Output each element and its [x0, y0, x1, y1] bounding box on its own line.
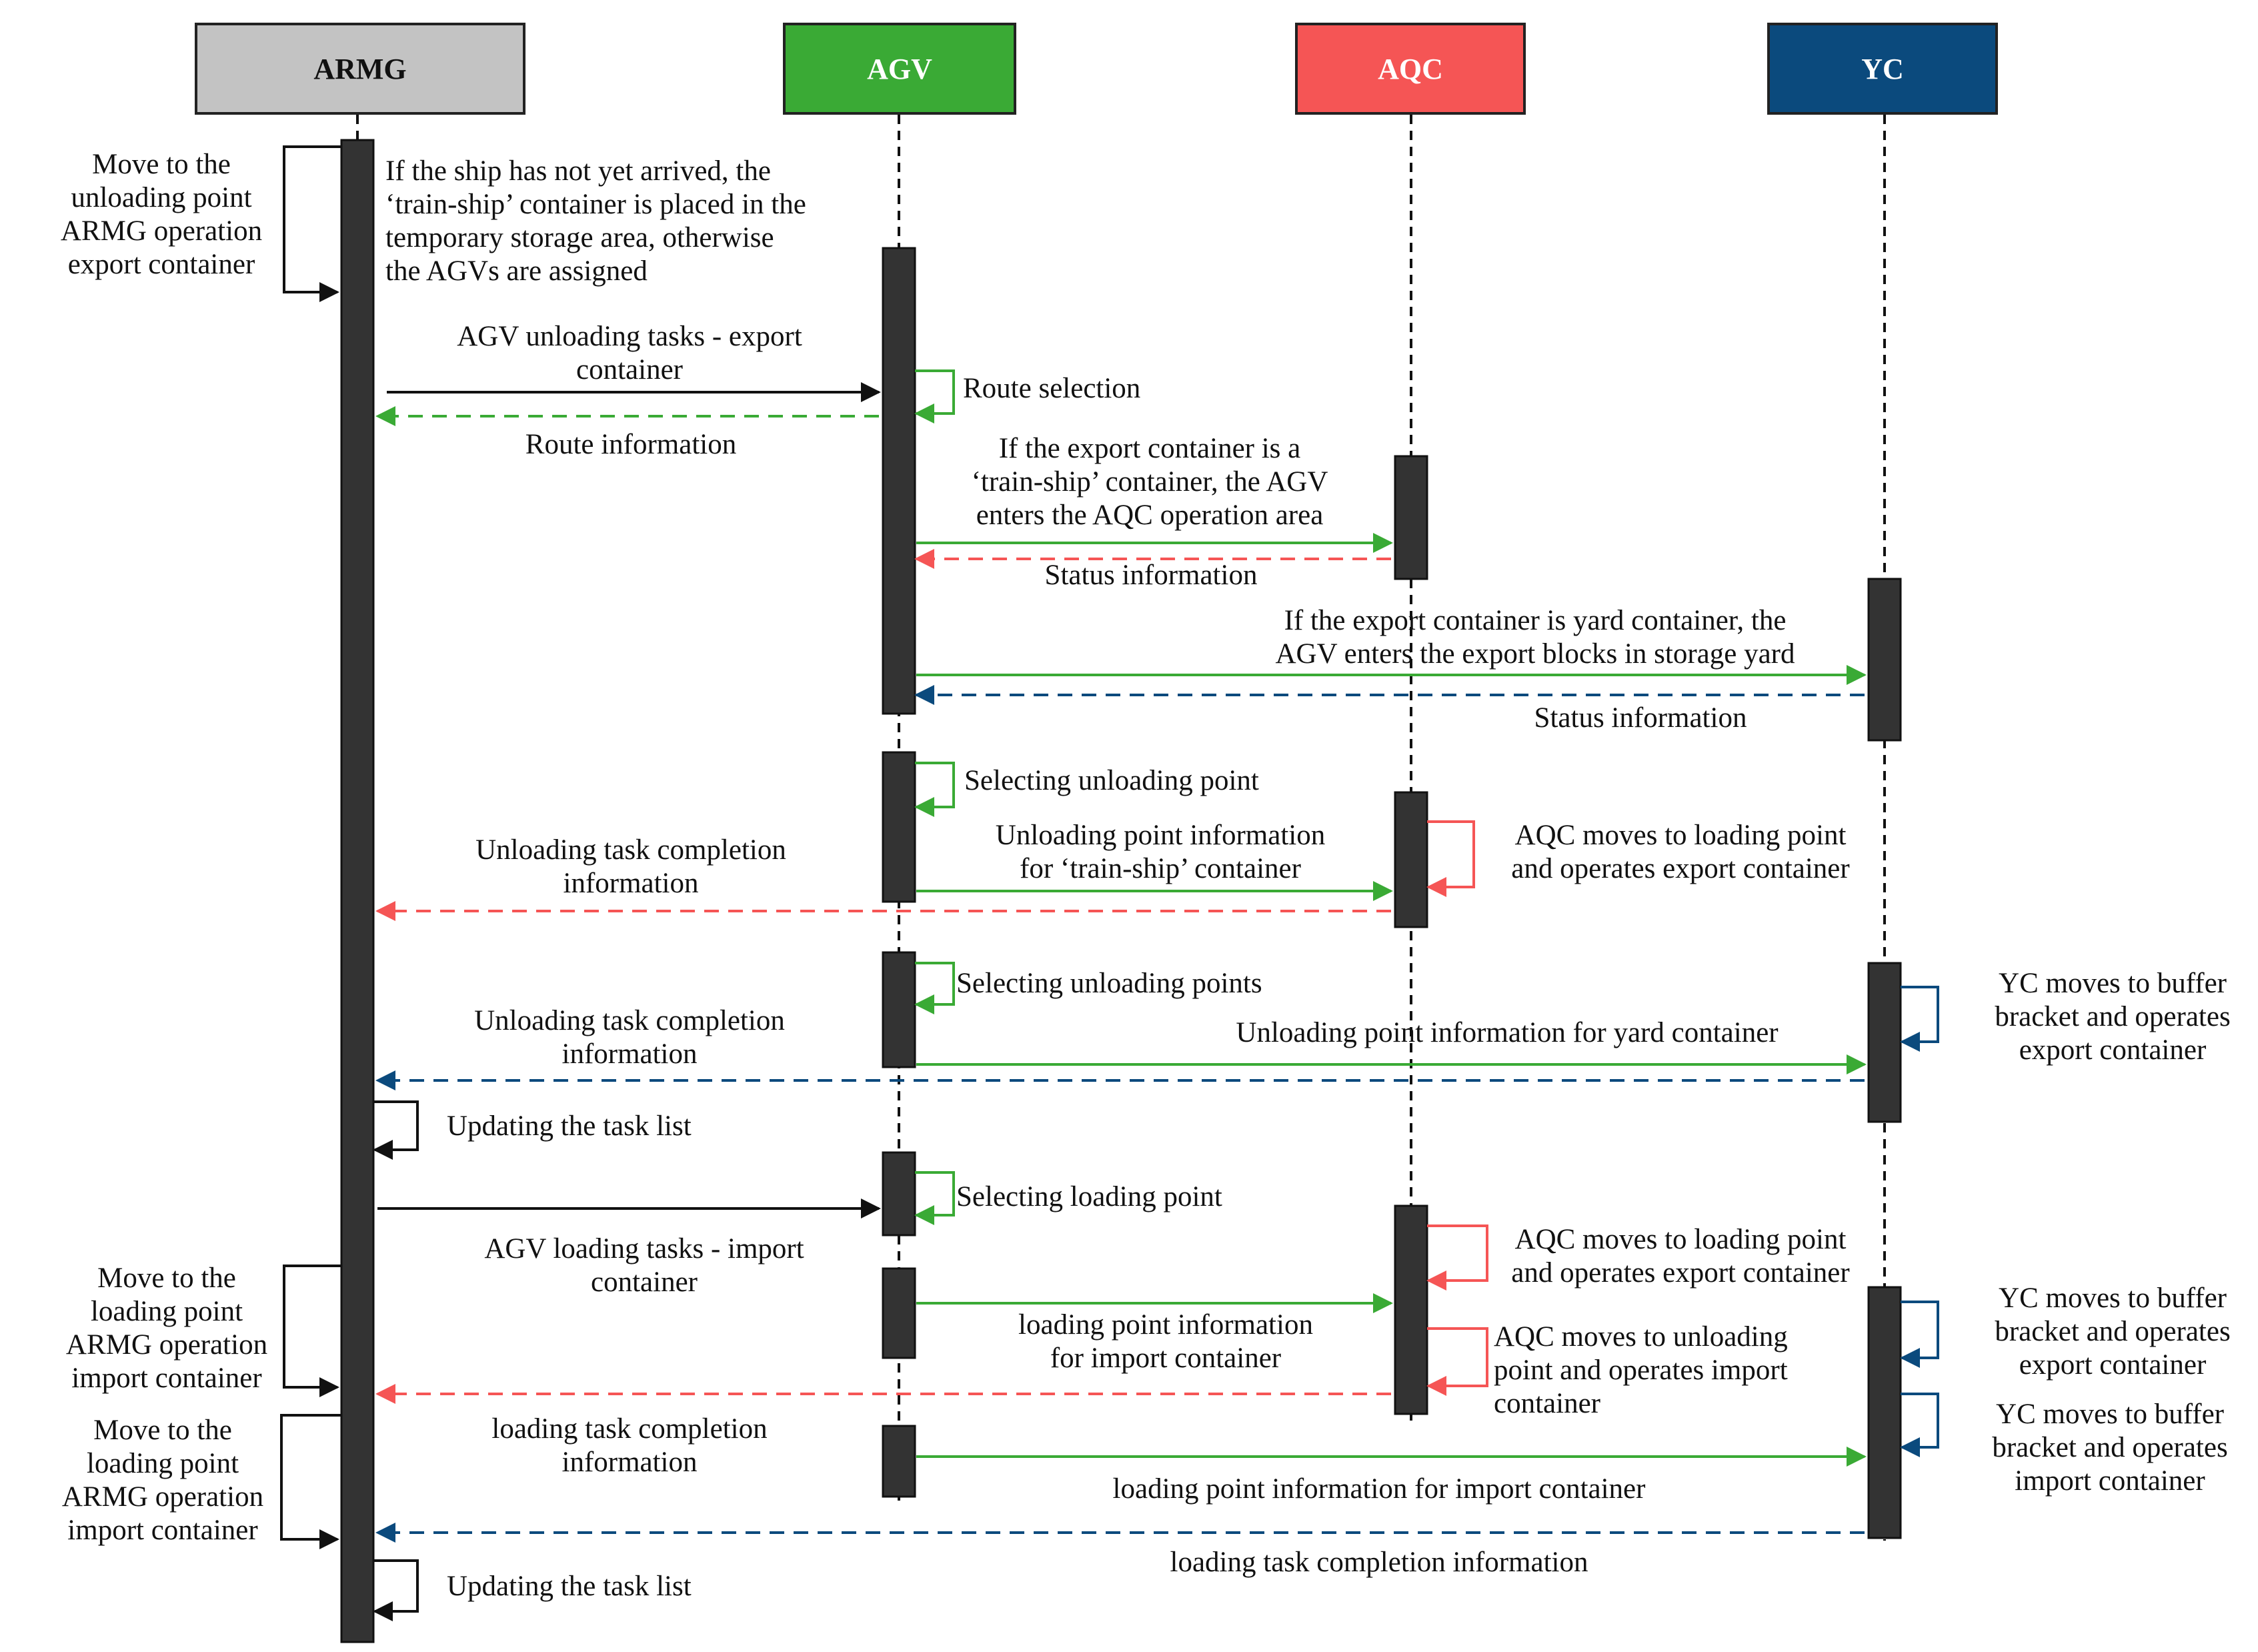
message-train-ship-enter-aqc: If the export container is a‘train-ship’…	[971, 433, 1328, 531]
message-unloading-point-yard: Unloading point information for yard con…	[1236, 1017, 1779, 1048]
activation-bar-aqc-2	[1394, 791, 1428, 928]
activation-bar-aqc-3	[1394, 1204, 1428, 1415]
loop-armg-move-unloading	[283, 145, 341, 302]
loop-agv-selecting-unloading-point	[914, 762, 955, 817]
loop-armg-updating-task-list-2	[373, 1559, 419, 1621]
loop-agv-route-selection	[914, 369, 955, 424]
activation-bar-agv-3	[882, 951, 916, 1068]
agv-self-selecting-loading-point: Selecting loading point	[956, 1181, 1222, 1212]
activation-bar-aqc-1	[1394, 455, 1428, 580]
agv-self-selecting-unloading-point: Selecting unloading point	[964, 765, 1259, 796]
loop-armg-move-loading-1	[283, 1265, 341, 1397]
activation-bar-agv-2	[882, 751, 916, 903]
loop-yc-moves-buffer-import	[1900, 1393, 1939, 1457]
loop-yc-moves-buffer-export-2	[1900, 1301, 1939, 1368]
activation-bar-armg	[340, 139, 375, 1643]
actor-yc-header: YC	[1767, 23, 1998, 115]
activation-bar-agv-6	[882, 1425, 916, 1498]
actor-aqc-header: AQC	[1295, 23, 1526, 115]
message-loading-point-import-yc: loading point information for import con…	[1112, 1473, 1646, 1505]
loop-yc-moves-buffer-export-1	[1900, 986, 1939, 1052]
armg-self-updating-task-list-2: Updating the task list	[447, 1571, 692, 1602]
message-loading-completion-2: loading task completion information	[1170, 1547, 1588, 1578]
message-status-information-yc: Status information	[1534, 702, 1747, 734]
loop-armg-move-loading-2	[280, 1414, 341, 1549]
activation-bar-yc-1	[1867, 578, 1902, 742]
message-yard-container-enter: If the export container is yard containe…	[1275, 605, 1795, 670]
actor-agv-header: AGV	[783, 23, 1016, 115]
activation-bar-yc-2	[1867, 962, 1902, 1123]
activation-bar-agv-5	[882, 1267, 916, 1359]
loop-aqc-moves-unloading-point	[1426, 1327, 1488, 1396]
activation-bar-agv-4	[882, 1151, 916, 1236]
armg-assignment-note: If the ship has not yet arrived, the‘tra…	[385, 155, 806, 287]
armg-self-updating-task-list-1: Updating the task list	[447, 1110, 692, 1142]
actor-armg-header: ARMG	[195, 23, 525, 115]
agv-self-route-selection: Route selection	[963, 373, 1141, 404]
loop-aqc-moves-loading-point-1	[1426, 820, 1475, 897]
message-status-information-aqc: Status information	[1044, 560, 1258, 591]
loop-aqc-moves-loading-point-2	[1426, 1224, 1488, 1291]
activation-bar-yc-3	[1867, 1286, 1902, 1539]
loop-agv-selecting-unloading-points	[914, 962, 955, 1014]
activation-bar-agv-1	[882, 247, 916, 715]
loop-agv-selecting-loading-point	[914, 1171, 955, 1225]
agv-self-selecting-unloading-points: Selecting unloading points	[956, 968, 1262, 999]
message-route-information: Route information	[525, 429, 737, 460]
loop-armg-updating-task-list-1	[373, 1100, 419, 1160]
